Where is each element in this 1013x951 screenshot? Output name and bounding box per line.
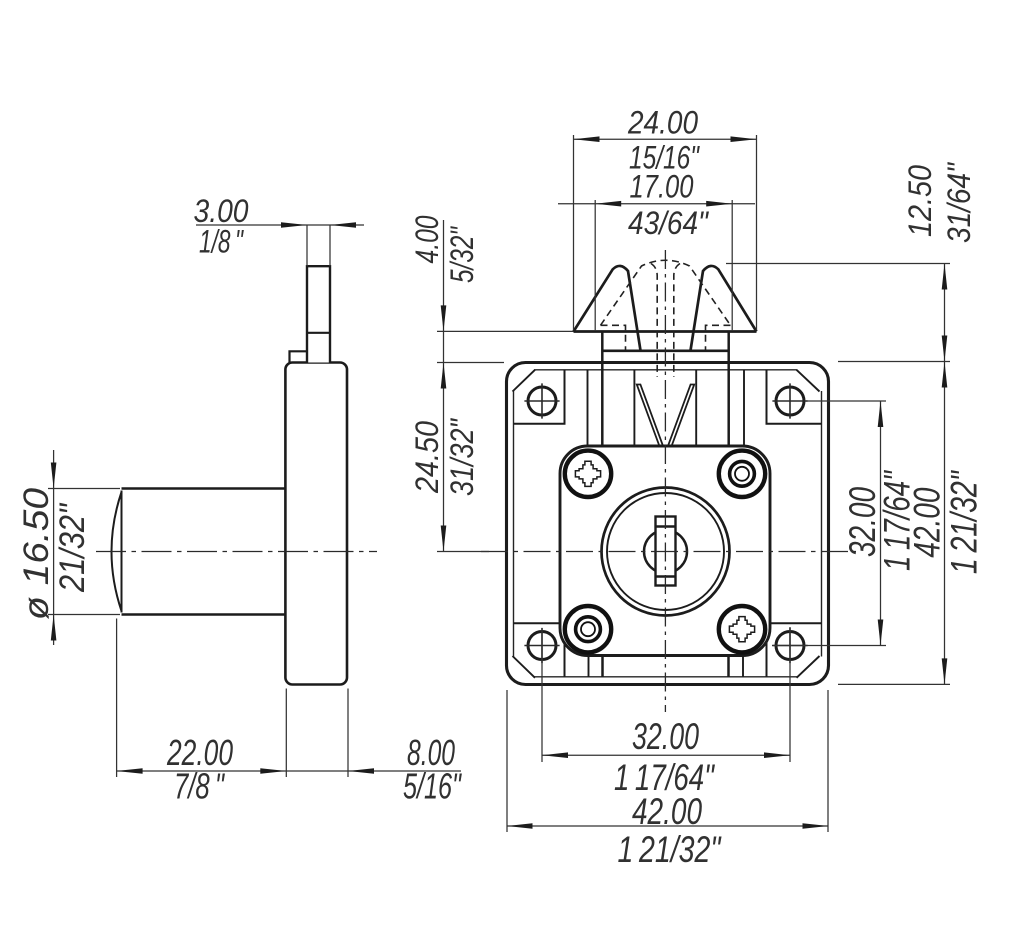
svg-text:5/16": 5/16" (403, 766, 463, 807)
svg-text:1 21/32": 1 21/32" (618, 829, 722, 870)
svg-text:1 17/64": 1 17/64" (614, 757, 715, 798)
svg-text:24.50: 24.50 (409, 421, 445, 494)
svg-text:24.00: 24.00 (627, 105, 698, 141)
svg-text:3.00: 3.00 (194, 193, 249, 229)
svg-text:22.00: 22.00 (166, 732, 233, 773)
svg-text:42.00: 42.00 (632, 791, 702, 832)
svg-text:21/32": 21/32" (53, 503, 92, 593)
svg-text:42.00: 42.00 (907, 487, 948, 557)
svg-text:1 17/64": 1 17/64" (877, 470, 918, 571)
svg-text:5/32": 5/32" (444, 226, 480, 283)
svg-text:32.00: 32.00 (632, 716, 699, 757)
svg-text:43/64": 43/64" (628, 205, 709, 241)
svg-text:ø 16.50: ø 16.50 (17, 487, 56, 620)
svg-text:31/64": 31/64" (941, 162, 977, 243)
svg-text:8.00: 8.00 (407, 732, 455, 773)
svg-text:17.00: 17.00 (630, 169, 694, 205)
svg-text:31/32": 31/32" (444, 418, 480, 496)
svg-text:7/8 ": 7/8 " (174, 766, 226, 807)
svg-text:1/8 ": 1/8 " (199, 224, 244, 260)
svg-text:15/16": 15/16" (629, 140, 700, 176)
svg-text:1 21/32": 1 21/32" (944, 470, 985, 574)
svg-text:32.00: 32.00 (842, 487, 883, 557)
svg-text:4.00: 4.00 (409, 215, 445, 263)
svg-text:12.50: 12.50 (902, 165, 938, 237)
